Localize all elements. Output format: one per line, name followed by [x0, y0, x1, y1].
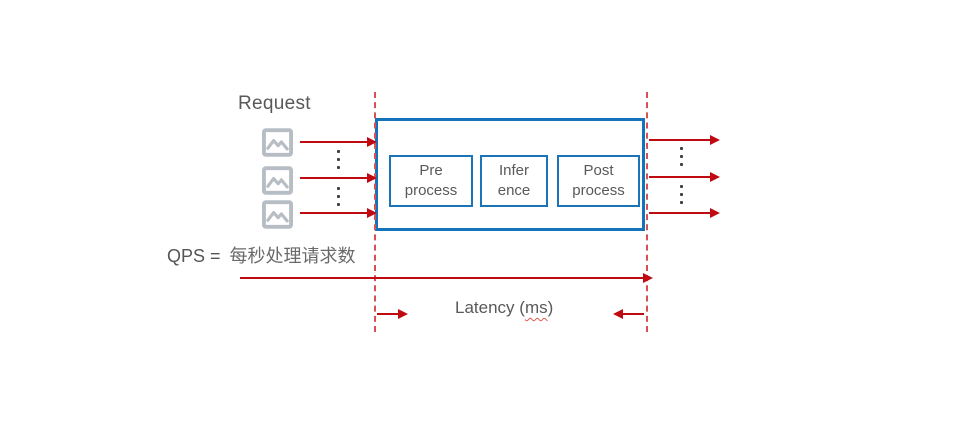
request-label: Request — [238, 93, 311, 114]
latency-label-suffix: ) — [547, 298, 554, 317]
qps-timeline-arrow — [240, 273, 653, 283]
ellipsis-dots — [337, 187, 340, 206]
output-arrow — [649, 172, 720, 182]
output-arrow — [649, 208, 720, 218]
latency-label-ms: ms — [524, 298, 548, 317]
image-icon — [262, 200, 293, 229]
latency-boundary-right — [646, 92, 648, 332]
stage-postprocess: Post process — [557, 155, 640, 207]
image-icon — [262, 128, 293, 157]
request-arrow — [300, 208, 377, 218]
ellipsis-dots — [337, 150, 340, 169]
output-arrow — [649, 135, 720, 145]
ellipsis-dots — [680, 147, 683, 166]
latency-label-prefix: Latency ( — [455, 298, 525, 317]
latency-arrow-right — [613, 309, 644, 319]
latency-label: Latency (ms) — [455, 298, 553, 318]
ellipsis-dots — [680, 185, 683, 204]
request-arrow — [300, 137, 377, 147]
qps-label-zh: 每秒处理请求数 — [229, 246, 356, 266]
stage-preprocess: Pre process — [389, 155, 473, 207]
qps-label: QPS = 每秒处理请求数 — [167, 242, 356, 268]
latency-arrow-left — [377, 309, 408, 319]
request-arrow — [300, 173, 377, 183]
qps-label-en: QPS = — [167, 246, 221, 266]
image-icon — [262, 166, 293, 195]
stage-inference: Infer ence — [480, 155, 548, 207]
